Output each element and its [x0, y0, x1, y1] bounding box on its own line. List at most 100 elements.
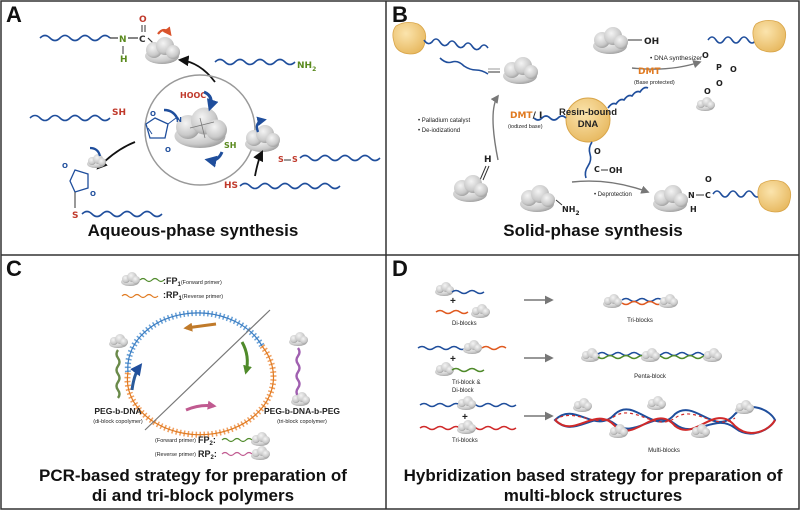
svg-text:O: O	[730, 65, 737, 74]
plus-row2: +	[450, 354, 456, 365]
central-nanoparticle	[174, 107, 227, 148]
tri-blocks-out-label: Tri-blocks	[627, 318, 653, 324]
resin-bound-bead	[565, 97, 611, 143]
h-amide-label: H	[690, 205, 697, 214]
fp1-label: :FP1(Forward primer)	[163, 276, 222, 288]
deprotection-label: • Deprotection	[594, 192, 632, 198]
panel-b: B OH • DNA synthesizer O P O O O Resin-b…	[392, 2, 792, 240]
nanoparticle-c-right-bottom	[291, 392, 310, 406]
svg-text:O: O	[704, 87, 711, 96]
nh2-label-a: NH2	[297, 61, 316, 73]
plus-row3: +	[462, 412, 468, 423]
palladium-label: • Palladium catalyst	[418, 118, 470, 124]
tri-di-label: Tri-block &	[452, 380, 480, 386]
blue-arrow-sh	[204, 151, 224, 168]
nanoparticle-c-right-top	[289, 332, 308, 346]
nanoparticle-c-left	[109, 334, 128, 348]
nh2-b-label: NH2	[562, 205, 580, 217]
s-left-label: S	[72, 211, 78, 221]
hs-bottom-label: HS	[224, 181, 238, 191]
central-circle	[144, 74, 256, 186]
resin-bound-label: Resin-bound	[559, 107, 617, 118]
panel-d-caption-line1: Hybridization based strategy for prepara…	[404, 466, 783, 485]
triblock-note: (tri-block copolymer)	[277, 419, 327, 425]
base-protected-label: (Base protected)	[634, 80, 675, 86]
multi-label: Multi-blocks	[648, 448, 680, 454]
c-oh-label: C	[594, 165, 600, 174]
s-right1-label: S	[278, 155, 284, 164]
di-blocks-label: Di-blocks	[452, 321, 477, 327]
svg-text:P: P	[716, 63, 722, 72]
dna-label: DNA	[578, 119, 599, 130]
svg-text:O: O	[716, 79, 723, 88]
svg-text:O: O	[702, 51, 709, 60]
panel-a-letter: A	[6, 2, 22, 27]
di-block-label: Di-block	[452, 388, 475, 394]
dna-strand-a-top	[39, 34, 111, 42]
svg-text:O: O	[62, 162, 68, 170]
multiblock-product	[553, 396, 777, 438]
penta-label: Penta-block	[634, 374, 667, 380]
amide-o-label: O	[139, 15, 147, 25]
deiodization-label: • De-iodizationd	[418, 128, 460, 134]
maleimide: O N O	[145, 110, 182, 154]
arrow-deprotection	[571, 180, 650, 194]
iodized-label: (iodized base)	[508, 124, 543, 130]
dna-strand-a-sh	[29, 114, 111, 122]
panel-d: D + Di-blocks Tri-blocks + Tri-block & D…	[392, 256, 783, 505]
dmt-left-label: DMT/ I	[510, 111, 542, 121]
svg-text:O: O	[90, 190, 96, 198]
arrow-to-amide	[177, 55, 216, 83]
nanoparticle-a-right	[245, 125, 280, 152]
blue-arrow-hooc	[203, 90, 219, 112]
resin-bottom-right	[757, 179, 792, 213]
n-amide-label: N	[688, 191, 695, 200]
dna-synth-label: • DNA synthesizer	[650, 55, 703, 62]
panel-d-letter: D	[392, 256, 408, 281]
h-alkyne-label: H	[484, 155, 492, 165]
rp2-label: RP2:	[198, 449, 217, 461]
dna-strand-a-nh2	[214, 58, 296, 66]
nanoparticle-b-amide	[653, 185, 688, 212]
svg-text:O: O	[150, 110, 156, 118]
pink-arrow	[185, 400, 217, 412]
tri-blocks-in-label: Tri-blocks	[452, 438, 478, 444]
resin-top-left	[392, 21, 427, 55]
orange-arrow	[183, 322, 217, 332]
panel-c-caption-line2: di and tri-block polymers	[92, 486, 294, 505]
amide-n-label: N	[119, 35, 127, 45]
panel-c-caption-line1: PCR-based strategy for preparation of	[39, 466, 347, 485]
triblocks-product	[603, 294, 678, 308]
arrow-palladium	[490, 94, 499, 161]
amide-c-label: C	[139, 35, 146, 45]
rp1-label: :RP1(Reverse primer)	[163, 290, 223, 302]
svg-text:O: O	[165, 146, 171, 154]
blue-arrow-c	[130, 363, 143, 391]
pcr-circle	[124, 309, 277, 438]
plus-row1: +	[450, 296, 456, 307]
dmt-top-label: DMT	[638, 67, 661, 77]
nanoparticle-b-top-left	[503, 57, 538, 84]
svg-text:N: N	[176, 116, 182, 124]
panel-b-letter: B	[392, 2, 408, 27]
nanoparticle-b-alkyne	[453, 175, 488, 202]
nanoparticle-b-oh	[593, 27, 628, 54]
arrow-to-disulfide	[253, 150, 263, 177]
panel-c: C :FP1(Forward primer) :RP1(Reverse prim…	[6, 256, 347, 505]
panel-b-caption: Solid-phase synthesis	[503, 221, 683, 240]
amide-h-label: H	[120, 55, 128, 65]
panel-c-letter: C	[6, 256, 22, 281]
sh-center-label: SH	[224, 141, 236, 150]
oh-top-label: OH	[644, 37, 659, 47]
o-mid-label: O	[594, 147, 601, 156]
c-amide-label: C	[705, 191, 711, 200]
diagonal-divider	[144, 309, 271, 431]
dna-strand-a-disulfide	[299, 154, 381, 162]
arrow-to-phosphate	[631, 60, 702, 70]
dna-strand-a-hs	[239, 182, 341, 190]
diblock-note: (di-block copolymer)	[93, 419, 143, 425]
s-right2-label: S	[292, 155, 298, 164]
panel-a-caption: Aqueous-phase synthesis	[88, 221, 299, 240]
